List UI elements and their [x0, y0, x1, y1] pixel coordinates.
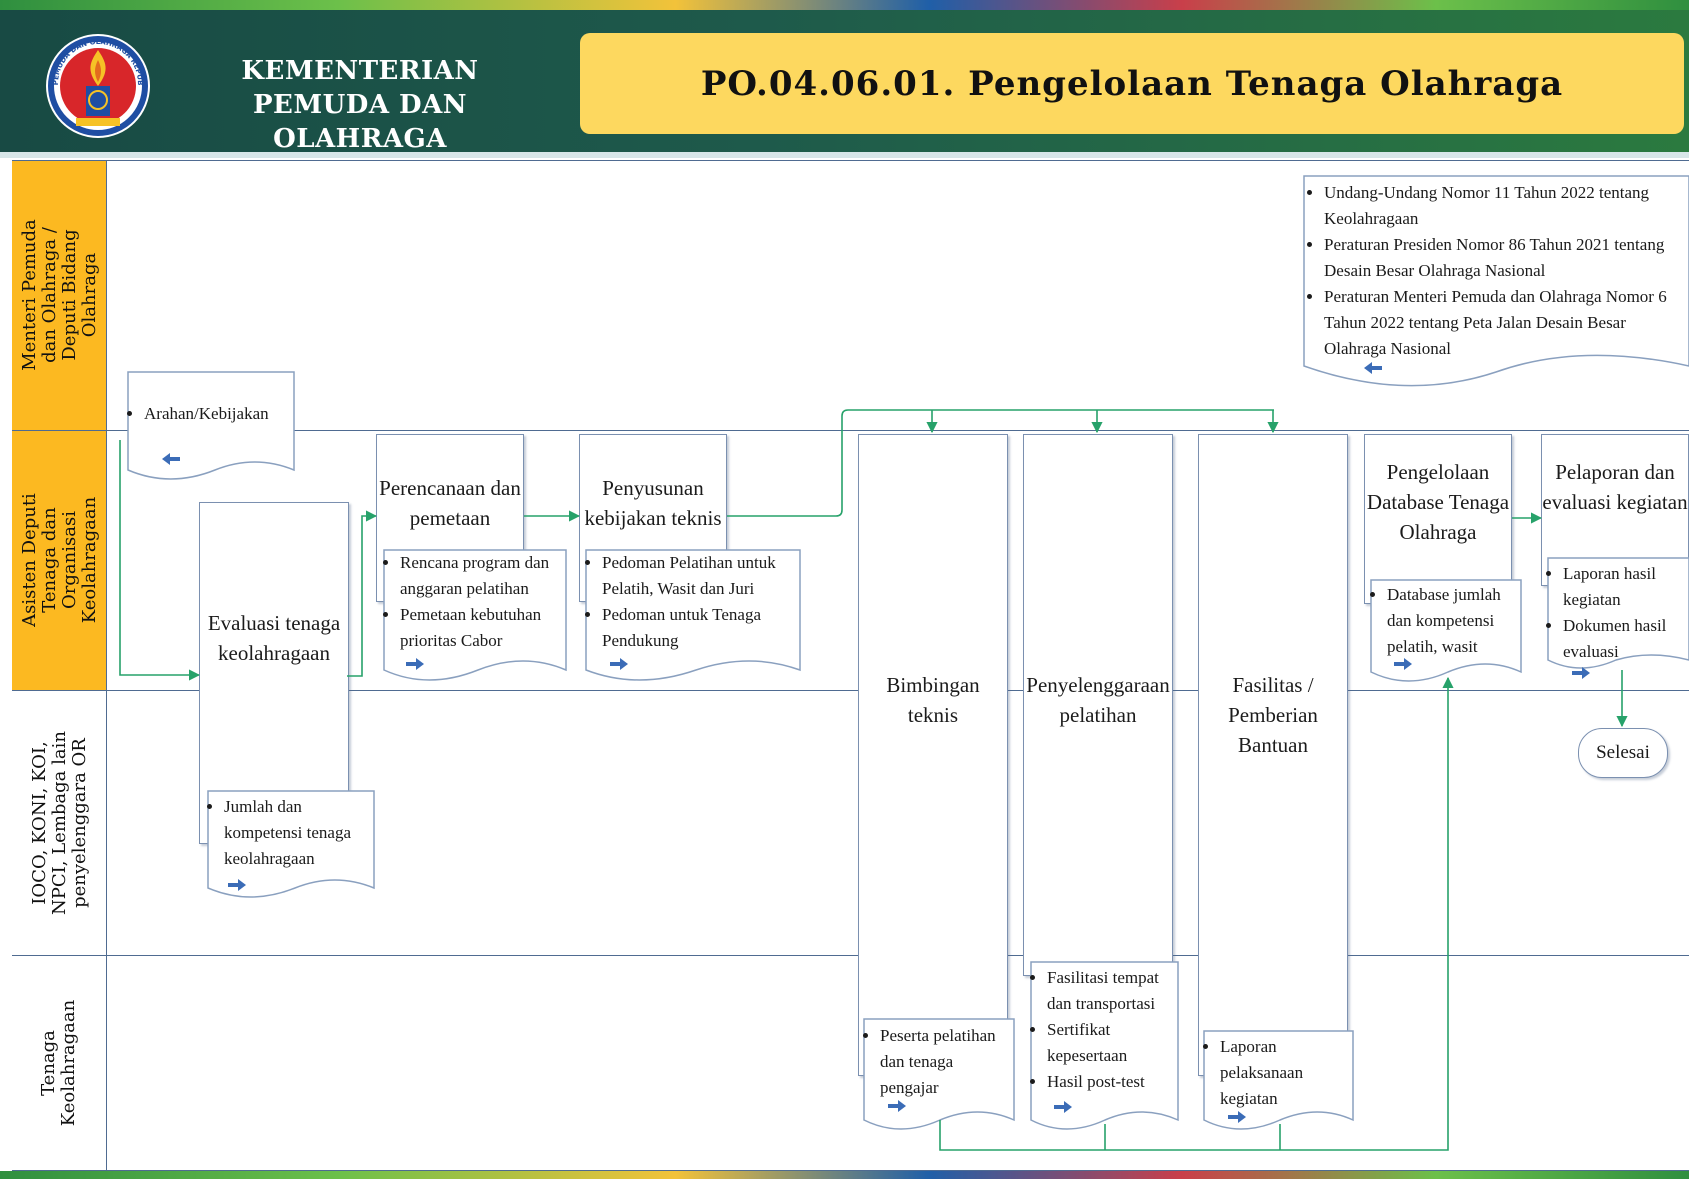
list-item: Pemetaan kebutuhan prioritas Cabor [400, 602, 564, 654]
ministry-logo: KEMENTERIAN PEMUDA DAN OLAHRAGA REPUBLIK… [44, 26, 150, 138]
document-text-laporan-hasil: Laporan hasil kegiatan Dokumen hasil eva… [1551, 561, 1687, 665]
connector-evaluasi-perencanaan [347, 510, 378, 677]
document-arrow-icon [406, 658, 424, 670]
list-item: Sertifikat kepesertaan [1047, 1017, 1177, 1069]
lane-divider [12, 430, 1689, 431]
document-text-jumlah: Jumlah dan kompetensi tenaga keolahragaa… [212, 794, 370, 872]
lane-label-menteri: Menteri Pemuda dan Olahraga / Deputi Bid… [12, 160, 107, 430]
document-text-laporan-pelaksanaan: Laporan pelaksanaan kegiatan [1208, 1034, 1352, 1112]
document-arrow-icon [1054, 1101, 1072, 1113]
document-arrow-icon [1394, 658, 1412, 670]
lane-label-organisasi-olahraga: IOCO, KONI, KOI, NPCI, Lembaga lain peny… [12, 690, 107, 955]
document-text-arahan: Arahan/Kebijakan [132, 401, 292, 427]
document-fasilitasi [1030, 961, 1179, 1130]
list-item: Pedoman untuk Tenaga Pendukung [602, 602, 798, 654]
list-item: Pedoman Pelatihan untuk Pelatih, Wasit d… [602, 550, 798, 602]
document-rencana [383, 549, 567, 681]
document-arrow-icon [610, 658, 628, 670]
document-laporan-hasil [1547, 557, 1689, 669]
document-text-regulasi: Undang-Undang Nomor 11 Tahun 2022 tentan… [1312, 180, 1684, 362]
lane-divider [12, 160, 1689, 161]
list-item: Laporan pelaksanaan kegiatan [1220, 1034, 1352, 1112]
lane-header-divider [106, 160, 107, 1171]
list-item: Database jumlah dan kompetensi pelatih, … [1387, 582, 1519, 660]
document-pedoman [585, 549, 801, 681]
document-arrow-icon [1572, 667, 1590, 679]
list-item: Laporan hasil kegiatan [1563, 561, 1687, 613]
lane-label-tenaga-keolahragaan: Tenaga Keolahragaan [12, 955, 107, 1170]
list-item: Rencana program dan anggaran pelatihan [400, 550, 564, 602]
header-divider [0, 152, 1689, 158]
title-banner: PO.04.06.01. Pengelolaan Tenaga Olahraga [580, 33, 1684, 134]
list-item: Peserta pelatihan dan tenaga pengajar [880, 1023, 1012, 1101]
header-color-stripe [0, 0, 1689, 10]
organization-name: KEMENTERIAN PEMUDA DAN OLAHRAGA [241, 56, 479, 154]
document-jumlah [207, 790, 375, 898]
process-evaluasi: Evaluasi tenaga keolahragaan [199, 502, 349, 844]
process-fasilitas: Fasilitas / Pemberian Bantuan [1198, 434, 1348, 1076]
document-text-database-jumlah: Database jumlah dan kompetensi pelatih, … [1375, 582, 1519, 660]
document-arrow-icon [1228, 1111, 1246, 1123]
document-arrow-icon [888, 1100, 906, 1112]
footer-color-stripe [0, 1171, 1689, 1179]
connector-arahan-evaluasi [119, 440, 201, 681]
document-database-jumlah [1370, 579, 1522, 682]
lane-divider [12, 690, 1689, 691]
lane-divider [12, 1170, 1689, 1171]
lane-divider [12, 955, 1689, 956]
document-text-fasilitasi: Fasilitasi tempat dan transportasi Serti… [1035, 965, 1177, 1095]
document-text-pedoman: Pedoman Pelatihan untuk Pelatih, Wasit d… [590, 550, 798, 654]
terminator-selesai: Selesai [1578, 728, 1668, 778]
list-item: Peraturan Menteri Pemuda dan Olahraga No… [1324, 284, 1684, 362]
process-penyelenggaraan: Penyelenggaraan pelatihan [1023, 434, 1173, 976]
document-regulasi [1303, 175, 1689, 387]
document-arrow-icon [162, 453, 180, 465]
document-laporan-pelaksanaan [1203, 1030, 1354, 1130]
list-item: Dokumen hasil evaluasi [1563, 613, 1687, 665]
process-bimbingan: Bimbingan teknis [858, 434, 1008, 1076]
document-text-peserta: Peserta pelatihan dan tenaga pengajar [868, 1023, 1012, 1101]
document-arrow-icon [1364, 362, 1382, 374]
document-text-rencana: Rencana program dan anggaran pelatihan P… [388, 550, 564, 654]
list-item: Peraturan Presiden Nomor 86 Tahun 2021 t… [1324, 232, 1684, 284]
list-item: Jumlah dan kompetensi tenaga keolahragaa… [224, 794, 370, 872]
process-database: Pengelolaan Database Tenaga Olahraga [1364, 434, 1512, 604]
list-item: Undang-Undang Nomor 11 Tahun 2022 tentan… [1324, 180, 1684, 232]
lane-label-asisten-deputi: Asisten Deputi Tenaga dan Organisasi Keo… [12, 430, 107, 690]
connector-outputs-database [939, 676, 1454, 1151]
list-item: Hasil post-test [1047, 1069, 1177, 1095]
connector-penyusunan-split [727, 409, 1274, 517]
list-item: Fasilitasi tempat dan transportasi [1047, 965, 1177, 1017]
list-item: Arahan/Kebijakan [144, 401, 292, 427]
page-title: PO.04.06.01. Pengelolaan Tenaga Olahraga [700, 63, 1564, 104]
document-arahan [127, 371, 295, 480]
document-arrow-icon [228, 879, 246, 891]
